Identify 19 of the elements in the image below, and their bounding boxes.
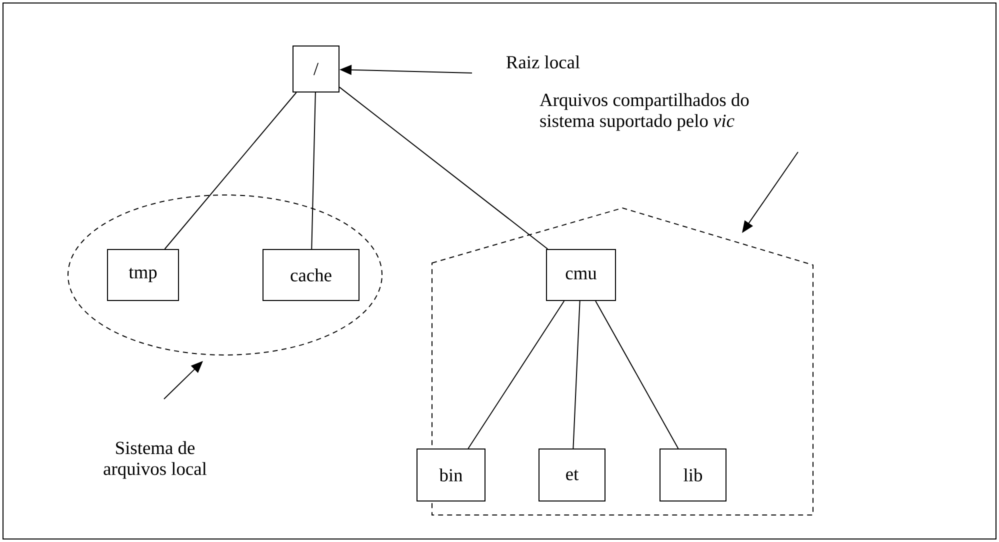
connector-line [468,300,565,449]
connector-line [572,300,580,449]
folder-box: cache [262,249,360,301]
folder-box: / [292,46,340,92]
annotation-text: Raiz local [506,56,580,68]
connector-line [164,92,297,250]
annotation-text: Arquivos compartilhados do sistema suportado pelo vic [540,93,749,131]
arrow [164,361,203,400]
dashed-ellipse [68,194,382,356]
folder-box: lib [660,448,726,502]
annotation-text: Sistema de arquivos local [104,441,207,479]
connector-line [339,86,548,250]
connector-line [595,300,679,449]
connector-line [311,92,316,250]
folder-box: cmu [546,249,616,301]
folder-box: bin [416,448,486,502]
folder-box: et [538,448,606,502]
folder-box: tmp [107,249,179,301]
dashed-pentagon [432,207,814,516]
